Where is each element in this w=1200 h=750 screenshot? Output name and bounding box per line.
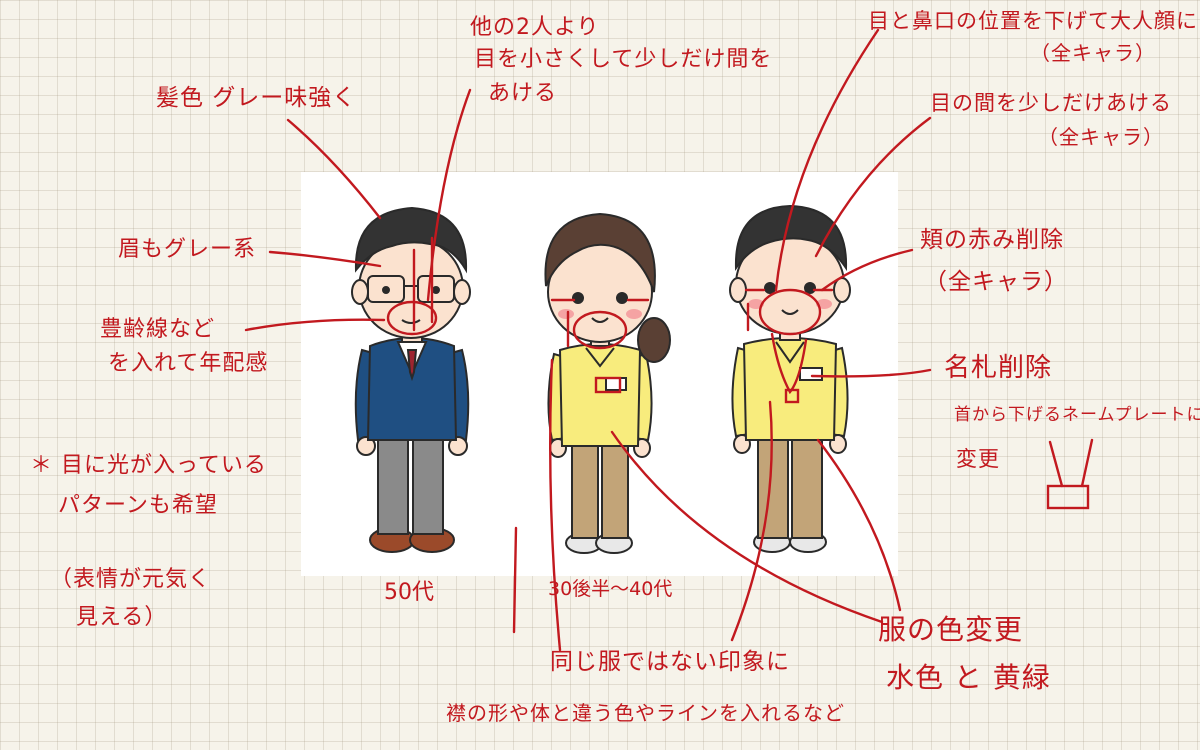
character-young-man <box>729 204 851 553</box>
note-eyebrow-gray: 眉もグレー系 <box>118 237 257 262</box>
note-eye-shine-line1: ＊ 目に光が入っている <box>30 453 267 478</box>
note-eye-gap-line1: 目の間を少しだけあける <box>930 91 1172 115</box>
age-label-30s-40s: 30後半～40代 <box>548 578 673 600</box>
note-hair-color: 髪色 グレー味強く <box>156 85 357 111</box>
note-eye-gap-line2: （全キャラ） <box>1038 125 1164 149</box>
note-eye-shine-line4: 見える） <box>76 605 168 630</box>
red-annotation-marks <box>244 28 1094 652</box>
note-eye-shine-line3: （表情が元気く <box>50 567 212 592</box>
note-wrinkles-line2: を入れて年配感 <box>108 351 269 376</box>
note-cheek-line1: 頬の赤み削除 <box>920 227 1064 253</box>
note-lower-eyes-line2: （全キャラ） <box>1030 41 1156 65</box>
note-same-uniform-line2: 襟の形や体と違う色やラインを入れるなど <box>446 701 845 725</box>
character-50s-man <box>351 206 471 553</box>
note-eyes-smaller-line2: 目を小さくして少しだけ間を <box>474 47 773 72</box>
note-wrinkles-line1: 豊齢線など <box>100 317 216 342</box>
note-nametag-line3: 変更 <box>956 447 1000 471</box>
note-eyes-smaller-line3: あける <box>488 81 558 106</box>
character-30s-woman <box>544 212 671 554</box>
note-nametag-line1: 名札削除 <box>944 353 1053 383</box>
note-outfit-color-line1: 服の色変更 <box>878 613 1024 646</box>
note-lower-eyes-line1: 目と鼻口の位置を下げて大人顔に <box>868 9 1198 33</box>
note-outfit-color-line2: 水色 と 黄緑 <box>886 661 1051 694</box>
note-nametag-line2: 首から下げるネームプレートに <box>954 405 1200 425</box>
note-eyes-smaller-line1: 他の2人より <box>470 15 600 40</box>
note-same-uniform-line1: 同じ服ではない印象に <box>550 649 790 675</box>
age-label-50s: 50代 <box>384 580 434 605</box>
note-cheek-line2: （全キャラ） <box>924 269 1068 295</box>
note-eye-shine-line2: パターンも希望 <box>58 493 218 518</box>
